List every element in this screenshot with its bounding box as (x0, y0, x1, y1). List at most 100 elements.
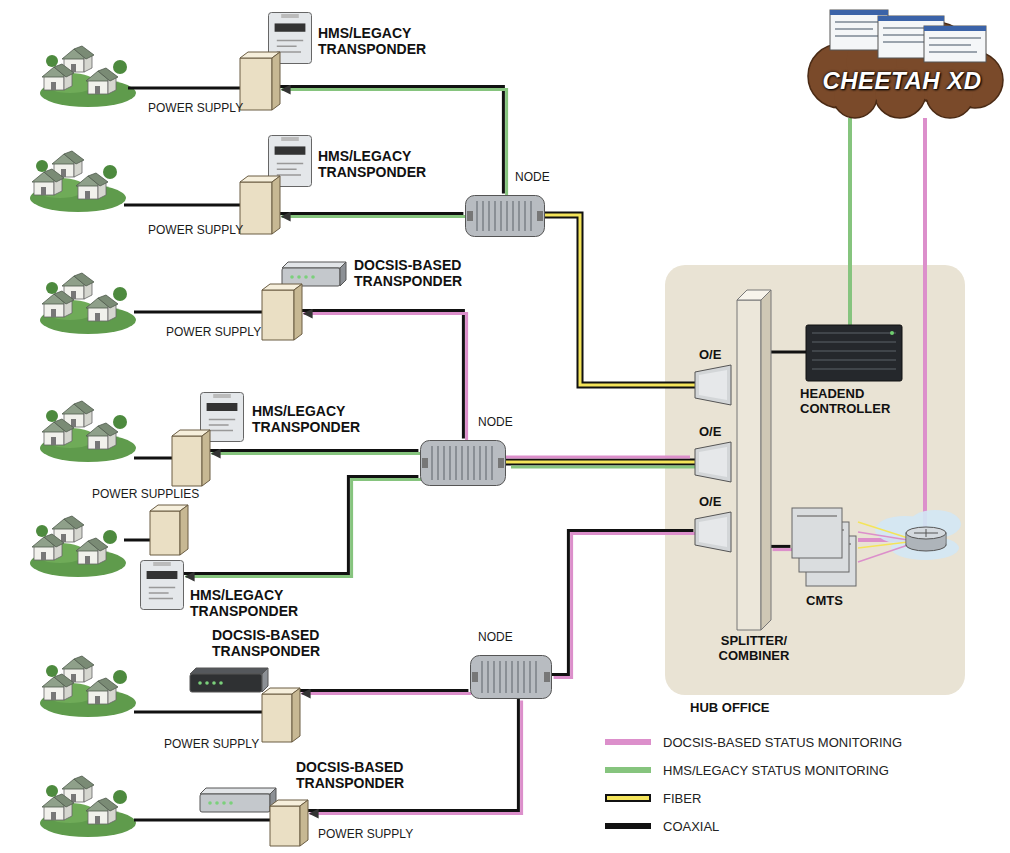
line-stroke (212, 452, 422, 455)
docsis-shape (190, 668, 268, 692)
legend-text: DOCSIS-BASED STATUS MONITORING (663, 735, 902, 750)
docsis-shape (200, 788, 276, 812)
line-stroke (282, 90, 507, 197)
line-stroke (298, 689, 468, 692)
ps-shape (172, 430, 210, 486)
house-cluster (40, 776, 136, 837)
split-node: SPLITTER/ COMBINER (737, 290, 771, 630)
power-supply-box (150, 505, 188, 555)
line-stroke (186, 480, 422, 577)
docsis-node: DOCSIS-BASED TRANSPONDER (200, 788, 276, 812)
oe-shape (695, 442, 731, 482)
line-stroke (501, 456, 690, 459)
node-label: DOCSIS-BASED TRANSPONDER (296, 760, 446, 791)
line-stroke (278, 212, 463, 215)
signal-line (278, 213, 466, 216)
node-shape (420, 440, 506, 486)
line-stroke (310, 701, 522, 814)
node-shape (465, 195, 545, 237)
line-stroke (182, 476, 418, 573)
legend-row: FIBER (605, 784, 902, 812)
legend-row: HMS/LEGACY STATUS MONITORING (605, 756, 902, 784)
ps-shape (262, 688, 300, 742)
head-shape (806, 325, 902, 381)
line-stroke (302, 692, 472, 695)
line-stroke (511, 466, 700, 469)
ps-node: POWER SUPPLIES (172, 430, 210, 486)
signal-line (208, 450, 421, 453)
house-cluster (40, 401, 136, 462)
legend-swatch (605, 823, 651, 829)
ps-shape (262, 284, 302, 340)
legend-row: DOCSIS-BASED STATUS MONITORING (605, 728, 902, 756)
line-stroke (208, 449, 418, 452)
node-label: CHEETAH XD (800, 68, 1004, 95)
legend: DOCSIS-BASED STATUS MONITORING HMS/LEGACY… (605, 728, 902, 840)
node-label: POWER SUPPLY (148, 224, 243, 237)
ps-shape (270, 800, 308, 846)
node-label: NODE (478, 416, 513, 429)
signal-line (306, 697, 521, 813)
oe-shape (695, 365, 731, 405)
oe-node: O/E (695, 442, 731, 482)
node-label: HMS/LEGACY TRANSPONDER (252, 404, 402, 435)
ps-node: POWER SUPPLY (262, 284, 302, 340)
node-label: NODE (478, 631, 513, 644)
node-node: NODE (465, 195, 545, 237)
ps-node: POWER SUPPLY (270, 800, 308, 846)
node-label: HUB OFFICE (690, 701, 769, 716)
node-label: POWER SUPPLY (318, 828, 413, 841)
node-node: NODE (470, 655, 552, 699)
cloud-shape (800, 6, 1004, 118)
legend-text: FIBER (663, 791, 701, 806)
signal-line (501, 457, 700, 467)
line-stroke (848, 118, 852, 325)
node-node: NODE (420, 440, 506, 486)
node-label: CMTS (806, 594, 843, 609)
ps-shape (240, 52, 280, 110)
docsis-node: DOCSIS-BASED TRANSPONDER (190, 668, 268, 692)
signal-line (298, 690, 471, 693)
node-label: O/E (699, 425, 721, 440)
line-stroke (506, 459, 695, 466)
node-label: NODE (515, 171, 550, 184)
split-shape (737, 290, 771, 630)
node-label: HMS/LEGACY TRANSPONDER (190, 588, 340, 619)
node-label: POWER SUPPLY (164, 738, 259, 751)
node-label: DOCSIS-BASED TRANSPONDER (354, 258, 504, 289)
node-label: O/E (699, 495, 721, 510)
node-label: O/E (699, 348, 721, 363)
hms-node: HMS/LEGACY TRANSPONDER (140, 560, 184, 610)
legend-swatch (605, 739, 651, 745)
docsis-shape (282, 262, 346, 286)
ps-shape (240, 176, 280, 234)
signal-line (278, 86, 506, 196)
signal-line (182, 476, 421, 576)
node-label: SPLITTER/ COMBINER (697, 634, 811, 663)
node-label: HMS/LEGACY TRANSPONDER (318, 26, 468, 57)
node-label: POWER SUPPLIES (92, 488, 199, 501)
node-label: HMS/LEGACY TRANSPONDER (318, 149, 468, 180)
line-stroke (769, 545, 790, 548)
node-label: HEADEND CONTROLLER (800, 387, 910, 416)
legend-text: HMS/LEGACY STATUS MONITORING (663, 763, 889, 778)
line-stroke (771, 351, 806, 354)
legend-swatch (605, 767, 651, 773)
ps-node: POWER SUPPLY (240, 52, 280, 110)
house-cluster (40, 46, 136, 107)
cloud-node: CHEETAH XD (800, 6, 1004, 118)
legend-row: COAXIAL (605, 812, 902, 840)
ps-node: POWER SUPPLY (262, 688, 300, 742)
line-stroke (282, 215, 467, 218)
line-stroke (306, 697, 518, 810)
node-shape (470, 655, 552, 699)
node-label: DOCSIS-BASED TRANSPONDER (212, 628, 362, 659)
house-cluster (40, 273, 136, 334)
node-label: POWER SUPPLY (148, 102, 243, 115)
docsis-node: DOCSIS-BASED TRANSPONDER (282, 262, 346, 286)
ps-node: POWER SUPPLY (240, 176, 280, 234)
cmts-node: CMTS (792, 508, 858, 588)
line-stroke (506, 461, 695, 464)
house-cluster (30, 151, 126, 212)
